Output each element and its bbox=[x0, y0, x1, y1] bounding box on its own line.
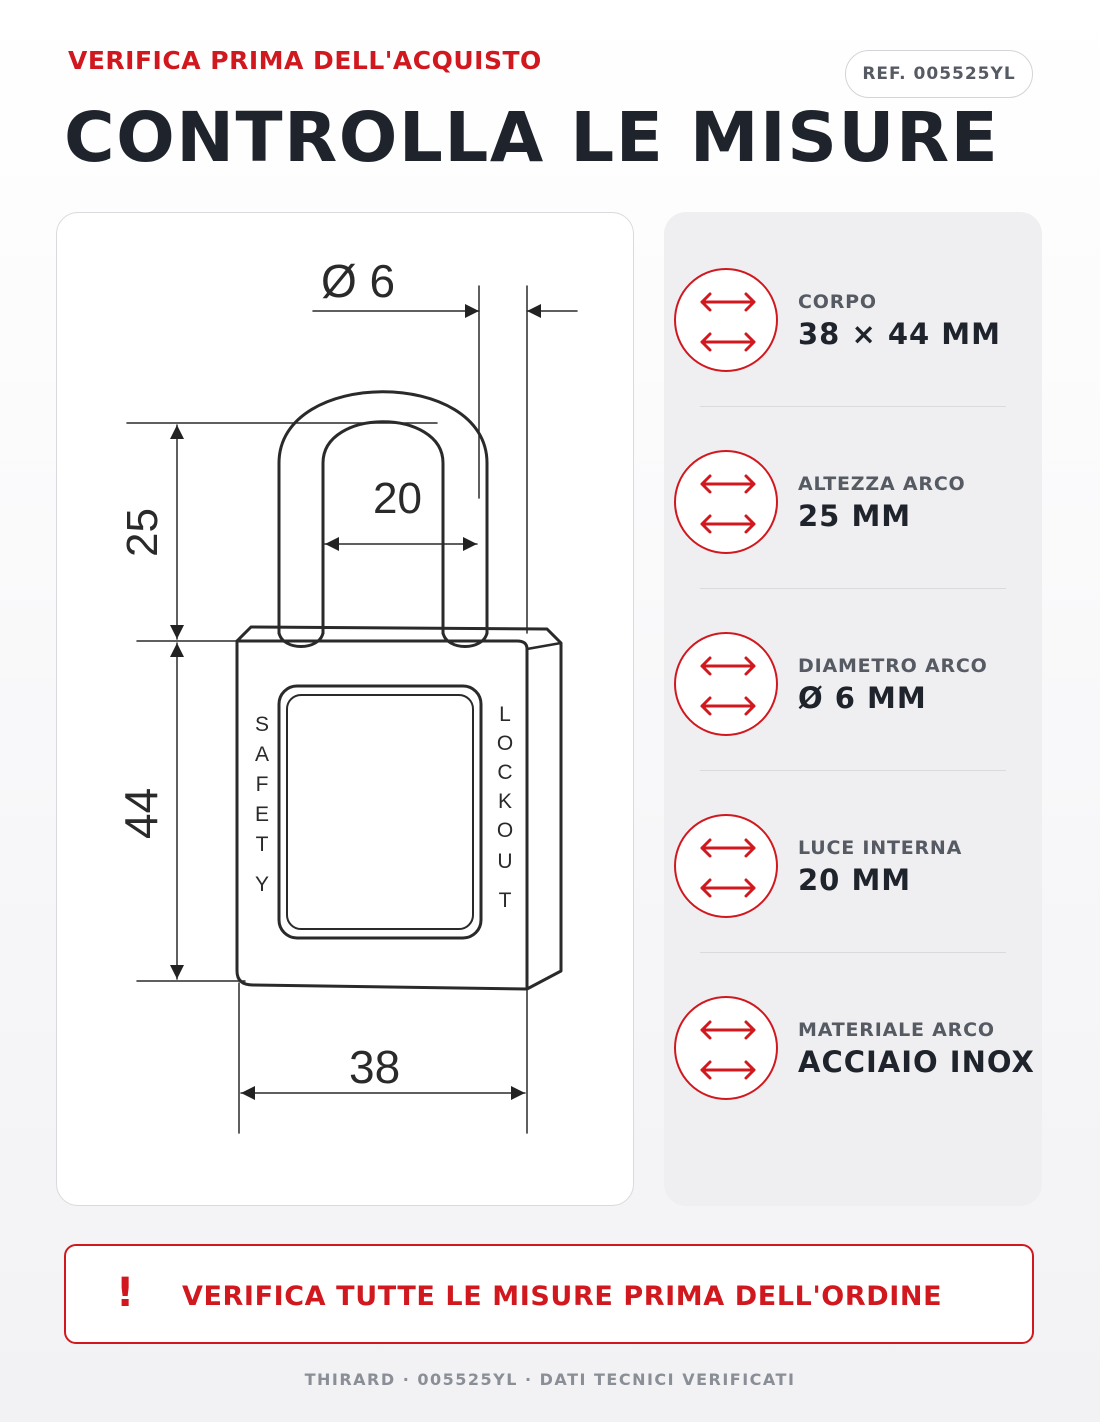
spec-item-diametro-arco: DIAMETRO ARCO Ø 6 MM bbox=[674, 632, 1044, 742]
footer-note: THIRARD · 005525YL · DATI TECNICI VERIFI… bbox=[304, 1370, 796, 1389]
double-arrow-icon bbox=[674, 814, 778, 918]
double-arrow-icon bbox=[674, 450, 778, 554]
exclamation-icon: ! bbox=[116, 1270, 135, 1316]
padlock-drawing: Ø 6 20 25 44 38 S A F E T Y L O C K O U … bbox=[115, 255, 578, 1134]
spec-value: 20 MM bbox=[798, 863, 912, 897]
spec-label: CORPO bbox=[798, 291, 877, 313]
warning-banner: ! VERIFICA TUTTE LE MISURE PRIMA DELL'OR… bbox=[64, 1244, 1034, 1344]
side-letter: T bbox=[256, 833, 269, 856]
technical-drawing-card: Ø 6 20 25 44 38 S A F E T Y L O C K O U … bbox=[56, 212, 634, 1206]
spec-item-luce-interna: LUCE INTERNA 20 MM bbox=[674, 814, 1044, 924]
side-letter: K bbox=[498, 790, 512, 813]
divider bbox=[700, 952, 1006, 953]
spec-value: 25 MM bbox=[798, 499, 912, 533]
side-letter: Y bbox=[255, 873, 269, 896]
shackle-outline bbox=[277, 390, 489, 635]
shackle-inner bbox=[321, 420, 445, 635]
spec-value: 38 × 44 MM bbox=[798, 317, 1002, 351]
reference-badge: REF. 005525YL bbox=[845, 50, 1033, 98]
double-arrow-icon bbox=[674, 632, 778, 736]
side-letter: F bbox=[256, 773, 269, 796]
label-window-inner bbox=[286, 694, 474, 930]
spec-item-materiale-arco: MATERIALE ARCO ACCIAIO INOX bbox=[674, 996, 1044, 1106]
spec-value: Ø 6 MM bbox=[798, 681, 927, 715]
side-letter: L bbox=[499, 703, 511, 726]
spec-label: ALTEZZA ARCO bbox=[798, 473, 966, 495]
double-arrow-icon bbox=[674, 996, 778, 1100]
eyebrow-heading: VERIFICA PRIMA DELL'ACQUISTO bbox=[68, 46, 542, 75]
spec-label: MATERIALE ARCO bbox=[798, 1019, 995, 1041]
spec-value: ACCIAIO INOX bbox=[798, 1045, 1035, 1079]
page-title: CONTROLLA LE MISURE bbox=[64, 98, 1000, 178]
divider bbox=[700, 770, 1006, 771]
side-letter: O bbox=[497, 819, 513, 842]
spec-label: DIAMETRO ARCO bbox=[798, 655, 988, 677]
dim-inner-clearance-label: 20 bbox=[373, 474, 422, 523]
dim-shackle-diameter-label: Ø 6 bbox=[321, 255, 395, 307]
side-letter: S bbox=[255, 713, 269, 736]
warning-text: VERIFICA TUTTE LE MISURE PRIMA DELL'ORDI… bbox=[182, 1281, 943, 1312]
dim-shackle-height-label: 25 bbox=[118, 508, 167, 557]
divider bbox=[700, 406, 1006, 407]
spec-item-altezza-arco: ALTEZZA ARCO 25 MM bbox=[674, 450, 1044, 560]
side-letter: O bbox=[497, 732, 513, 755]
side-letter: E bbox=[255, 803, 269, 826]
dim-body-height-label: 44 bbox=[115, 788, 167, 839]
double-arrow-icon bbox=[674, 268, 778, 372]
side-letter: A bbox=[255, 743, 269, 766]
specifications-panel: CORPO 38 × 44 MM ALTEZZA ARCO 25 MM bbox=[664, 212, 1042, 1206]
spec-item-corpo: CORPO 38 × 44 MM bbox=[674, 268, 1044, 378]
side-letter: U bbox=[497, 850, 512, 873]
side-letter: T bbox=[499, 889, 512, 912]
side-letter: C bbox=[497, 761, 512, 784]
spec-label: LUCE INTERNA bbox=[798, 837, 963, 859]
divider bbox=[700, 588, 1006, 589]
label-window-outer bbox=[277, 684, 483, 940]
dim-body-width-label: 38 bbox=[349, 1041, 400, 1093]
